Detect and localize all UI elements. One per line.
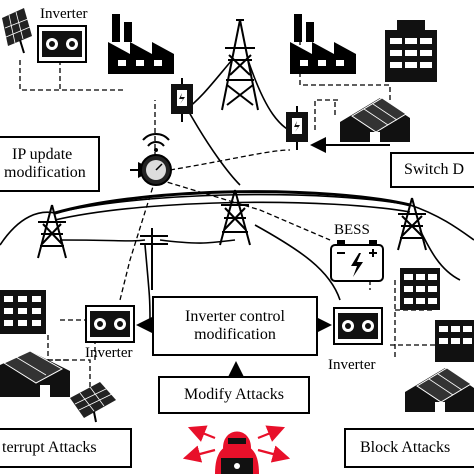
transmission-tower-icon <box>397 197 427 251</box>
utility-pole-icon <box>140 228 168 290</box>
ip-update-box: IP update modification <box>0 136 100 192</box>
smart-meter-icon <box>140 133 172 186</box>
solar-panel-icon <box>70 382 116 423</box>
inverter-control-line2: modification <box>194 326 276 343</box>
transmission-tower-icon <box>221 19 259 111</box>
battery-storage-icon <box>330 240 384 282</box>
factory-icon <box>108 14 174 74</box>
inverter-label-top: Inverter <box>40 6 88 22</box>
switch-label: Switch D <box>404 160 464 178</box>
office-building-icon <box>385 20 437 82</box>
inverter-icon <box>37 25 87 63</box>
inverter-control-line1: Inverter control <box>185 307 285 325</box>
switch-box: Switch D <box>390 152 474 188</box>
ip-update-line2: modification <box>4 164 86 181</box>
house-solar-icon <box>405 367 474 412</box>
office-building-icon <box>400 268 440 310</box>
transmission-line <box>54 190 411 215</box>
modify-attacks-label: Modify Attacks <box>184 385 284 403</box>
inverter-control-box: Inverter control modification <box>152 296 318 356</box>
circuit-breaker-icon <box>171 78 193 122</box>
interrupt-attacks-label: terrupt Attacks <box>2 438 97 456</box>
interrupt-attacks-box: terrupt Attacks <box>0 428 132 468</box>
office-building-icon <box>0 290 46 334</box>
solar-panel-icon <box>2 8 32 54</box>
block-attacks-label: Block Attacks <box>360 438 451 456</box>
house-solar-icon <box>340 97 410 142</box>
inverter-icon <box>333 307 383 345</box>
hacker-icon <box>215 431 259 474</box>
transmission-tower-icon <box>37 204 67 259</box>
office-building-icon <box>435 320 474 362</box>
circuit-breaker-icon <box>286 106 308 150</box>
ip-update-line1: IP update <box>12 145 73 163</box>
inverter-icon <box>85 305 135 343</box>
house-solar-icon <box>0 350 70 397</box>
block-attacks-box: Block Attacks <box>344 428 474 468</box>
factory-icon <box>290 14 356 74</box>
modify-attacks-box: Modify Attacks <box>158 376 310 414</box>
inverter-label-left: Inverter <box>85 345 133 361</box>
bess-label: BESS <box>334 222 370 238</box>
red-attack-arrows <box>182 425 291 463</box>
transmission-tower-icon <box>219 189 251 246</box>
inverter-label-right: Inverter <box>328 357 376 373</box>
